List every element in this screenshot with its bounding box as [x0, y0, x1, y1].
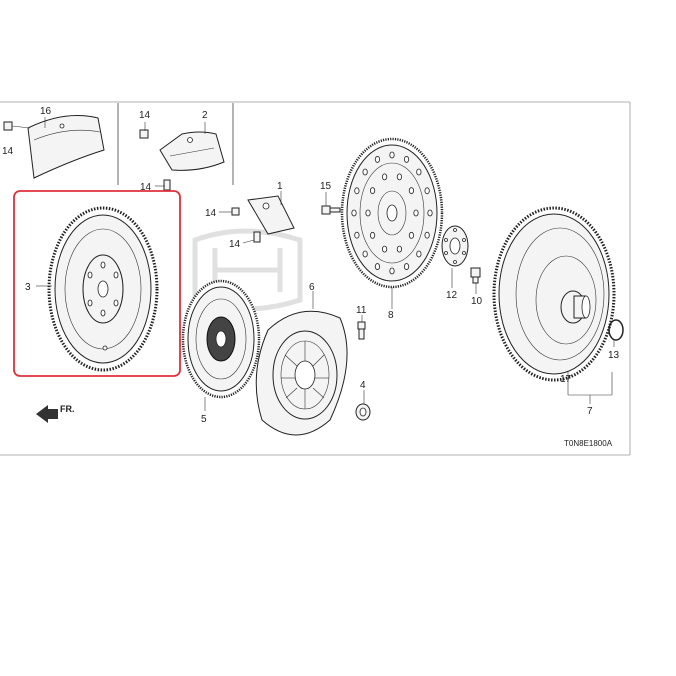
callout-4: 4 [360, 380, 366, 391]
highlight-box [13, 190, 181, 377]
drive-plate-holes [351, 151, 433, 275]
drive-plate-hole [369, 187, 376, 195]
callout-11: 11 [356, 305, 367, 316]
drive-plate-hole [408, 187, 415, 195]
leader-lines [36, 117, 615, 411]
drive-plate-hole [389, 151, 395, 159]
callout-14-bracket: 14 [205, 208, 217, 219]
callout-16: 16 [40, 106, 52, 117]
drive-plate-hole [396, 173, 403, 181]
callout-6: 6 [309, 282, 315, 293]
part-2-cover [159, 131, 225, 171]
part-1-bracket [231, 195, 295, 243]
callout-5: 5 [201, 414, 207, 425]
bolt-14-left [3, 121, 31, 131]
drive-plate-hole [374, 263, 381, 270]
drive-plate-hole [408, 231, 415, 239]
part-4-bushing [355, 403, 371, 421]
bolt-14-cover [139, 129, 171, 191]
drive-plate-hole [403, 263, 410, 270]
part-5-clutch-disc [181, 279, 261, 399]
drive-plate-hole [427, 209, 433, 217]
drive-plate-hole [424, 187, 430, 195]
part-3-flywheel [47, 206, 159, 372]
part-17-torque-converter [492, 206, 616, 382]
part-15-bolt [321, 205, 341, 215]
front-direction-label: FR. [60, 404, 75, 414]
drive-plate-hole [381, 173, 388, 181]
drive-plate-hole [381, 245, 388, 253]
callout-17: 17 [560, 374, 572, 385]
drive-plate-hole [416, 250, 422, 258]
callout-labels: 16 14 14 2 14 1 14 14 15 3 6 5 11 4 8 12… [2, 106, 620, 425]
part-8-drive-plate [340, 137, 444, 289]
drive-plate-hole [354, 231, 360, 239]
callout-15: 15 [320, 181, 332, 192]
drive-plate-hole [369, 231, 376, 239]
part-11-bolt [357, 321, 366, 340]
callout-3: 3 [25, 282, 31, 293]
callout-1: 1 [277, 181, 283, 192]
drive-plate-hole [416, 168, 422, 176]
callout-14-cover: 14 [139, 110, 151, 121]
drive-plate-hole [362, 250, 368, 258]
drive-plate-hole [351, 209, 357, 217]
part-10-bolt [470, 267, 481, 284]
callout-7: 7 [587, 406, 593, 417]
callout-8: 8 [388, 310, 394, 321]
front-direction-arrow: FR. [36, 404, 75, 423]
part-13-o-ring [608, 319, 624, 341]
callout-14-bracket-lower: 14 [229, 239, 241, 250]
drive-plate-hole [396, 245, 403, 253]
drive-plate-hole [354, 187, 360, 195]
drawing-code: T0N8E1800A [564, 439, 613, 448]
drive-plate-hole [362, 168, 368, 176]
drive-plate-hole [413, 209, 419, 217]
part-6-pressure-plate [255, 310, 348, 436]
drive-plate-hole [403, 156, 410, 163]
callout-14-lower: 14 [140, 182, 152, 193]
part-12-plate [441, 225, 469, 267]
part-16-cover [27, 115, 105, 179]
drive-plate-hole [389, 267, 395, 275]
callout-13: 13 [608, 350, 620, 361]
drive-plate-hole [374, 156, 381, 163]
drive-plate-hole [424, 231, 430, 239]
callout-12: 12 [446, 290, 458, 301]
callout-2: 2 [202, 110, 208, 121]
callout-14-left: 14 [2, 146, 14, 157]
drive-plate-hole [365, 209, 371, 217]
callout-10: 10 [471, 296, 483, 307]
